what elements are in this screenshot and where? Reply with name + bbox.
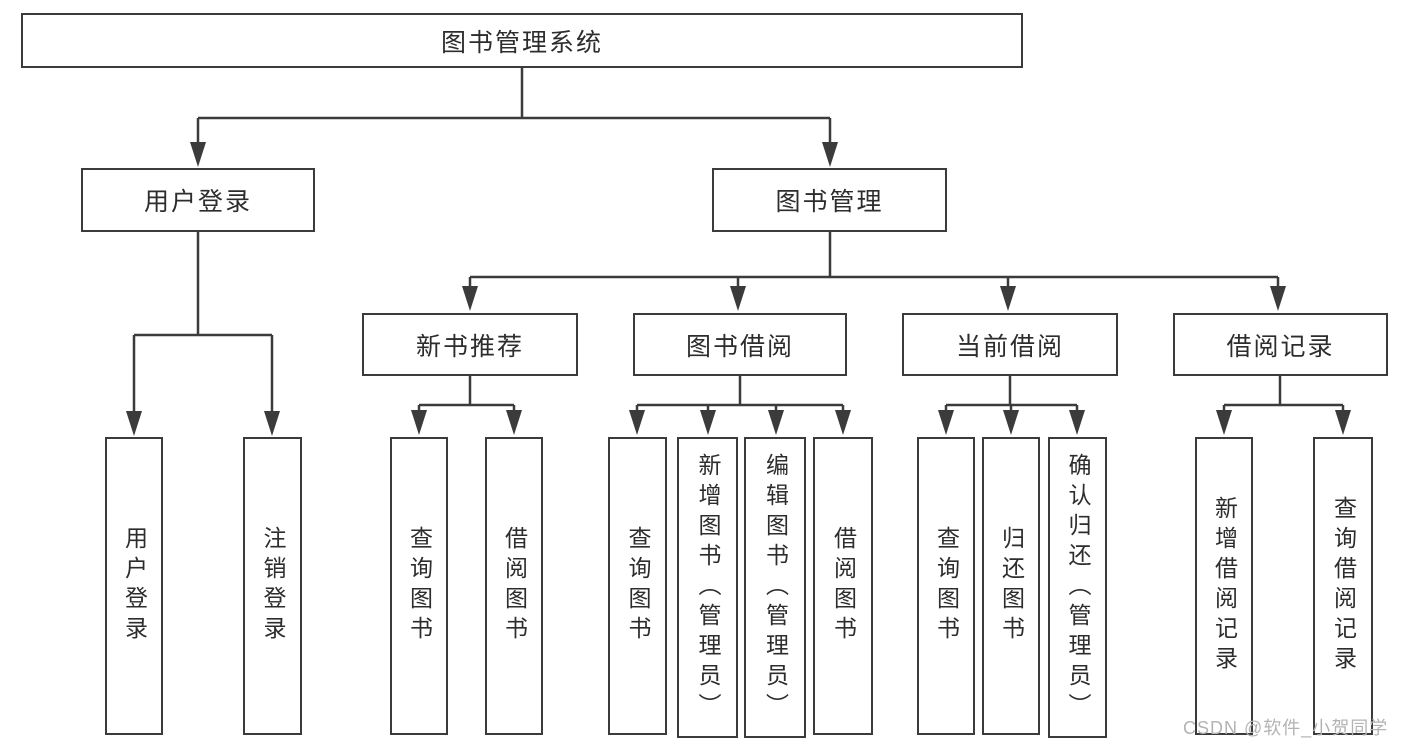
leaf-nb-borrow-books: 借阅图书 <box>485 437 543 735</box>
leaf-user-login: 用户登录 <box>105 437 163 735</box>
connector-borrow-records-children <box>1216 376 1351 435</box>
leaf-cb-query-books: 查询图书 <box>917 437 975 735</box>
connector-root-to-level2 <box>190 68 838 167</box>
node-library-management-system: 图书管理系统 <box>21 13 1023 68</box>
connector-book-management-children <box>462 232 1286 311</box>
leaf-cb-confirm-return-admin: 确认归还（管理员） <box>1048 437 1107 738</box>
leaf-bb-edit-books-admin: 编辑图书（管理员） <box>744 437 806 738</box>
connector-book-borrow-children <box>629 376 851 435</box>
connector-user-login-children <box>126 232 280 436</box>
node-current-borrow: 当前借阅 <box>902 313 1118 376</box>
leaf-nb-query-books: 查询图书 <box>390 437 448 735</box>
node-borrow-records: 借阅记录 <box>1173 313 1388 376</box>
connector-current-borrow-children <box>938 376 1085 435</box>
node-book-borrow: 图书借阅 <box>633 313 847 376</box>
leaf-br-add-record: 新增借阅记录 <box>1195 437 1253 735</box>
leaf-bb-query-books: 查询图书 <box>608 437 667 735</box>
node-user-login: 用户登录 <box>81 168 315 232</box>
leaf-logout: 注销登录 <box>243 437 302 735</box>
leaf-bb-add-books-admin: 新增图书（管理员） <box>677 437 738 738</box>
connector-new-book-recommend-children <box>411 376 522 435</box>
node-book-management: 图书管理 <box>712 168 947 232</box>
node-new-book-recommend: 新书推荐 <box>362 313 578 376</box>
leaf-cb-return-books: 归还图书 <box>982 437 1040 735</box>
leaf-br-query-record: 查询借阅记录 <box>1313 437 1373 735</box>
csdn-watermark: CSDN @软件_小贺同学 <box>1183 718 1389 738</box>
leaf-bb-borrow-books: 借阅图书 <box>813 437 873 735</box>
